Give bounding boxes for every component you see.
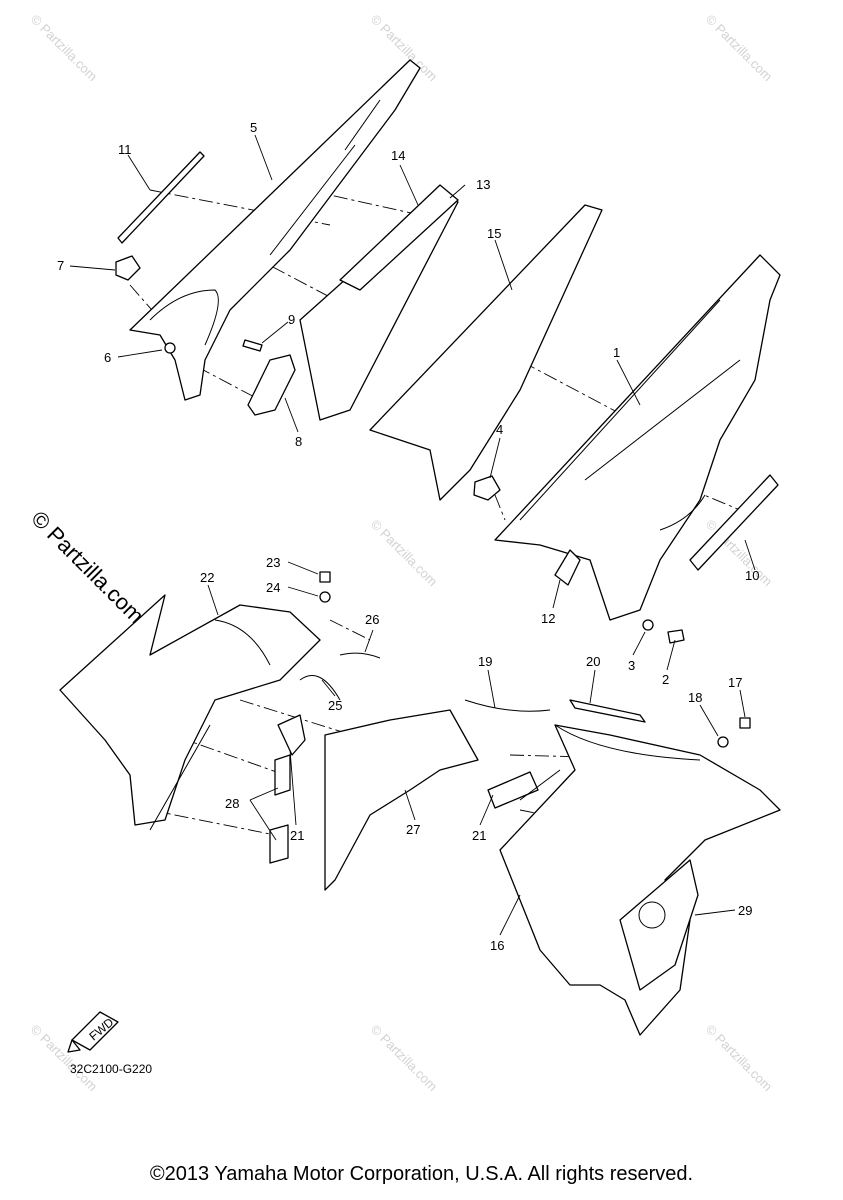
watermark: © Partzilla.com bbox=[703, 12, 776, 85]
part-21-clip-left bbox=[277, 714, 306, 756]
callout-11: 11 bbox=[118, 142, 132, 157]
part-19-strip bbox=[464, 699, 551, 712]
part-22-shroud bbox=[59, 594, 321, 826]
leader-lines bbox=[69, 134, 756, 936]
callout-10: 10 bbox=[745, 568, 759, 583]
part-24-washer bbox=[319, 591, 331, 603]
callout-numbers: 1 2 3 4 5 6 7 8 9 10 11 12 13 14 15 16 1… bbox=[57, 120, 759, 953]
callout-21-left: 21 bbox=[290, 828, 304, 843]
part-20-strip bbox=[569, 699, 646, 723]
part-28-decal bbox=[274, 754, 291, 796]
part-18-washer bbox=[717, 736, 729, 748]
callout-27: 27 bbox=[406, 822, 420, 837]
callout-5: 5 bbox=[250, 120, 257, 135]
part-6-grommet bbox=[164, 342, 176, 354]
part-11-strip bbox=[117, 151, 205, 244]
callout-20: 20 bbox=[586, 654, 600, 669]
callout-19: 19 bbox=[478, 654, 492, 669]
callout-1: 1 bbox=[613, 345, 620, 360]
callout-16: 16 bbox=[490, 938, 504, 953]
part-26-strip bbox=[339, 652, 381, 659]
part-27-panel bbox=[324, 709, 479, 891]
yamaha-emblem bbox=[638, 901, 666, 929]
callout-17: 17 bbox=[728, 675, 742, 690]
callout-3: 3 bbox=[628, 658, 635, 673]
part-29-decal bbox=[619, 859, 699, 991]
callout-22: 22 bbox=[200, 570, 214, 585]
part-23-screw bbox=[319, 571, 331, 583]
part-21-clip-right bbox=[487, 771, 539, 809]
part-15-panel bbox=[369, 204, 603, 501]
part-1-side-cover bbox=[494, 254, 781, 621]
part-4-clip bbox=[473, 475, 501, 501]
watermark: © Partzilla.com bbox=[368, 517, 441, 590]
callout-12: 12 bbox=[541, 611, 555, 626]
part-14-pad bbox=[339, 184, 459, 291]
part-12-tab bbox=[554, 549, 581, 586]
watermark: © Partzilla.com bbox=[368, 1022, 441, 1095]
callout-4: 4 bbox=[496, 422, 503, 437]
part-8-bracket bbox=[247, 354, 296, 416]
part-2-bolt bbox=[667, 629, 685, 644]
watermark-large: © Partzilla.com bbox=[26, 506, 149, 629]
copyright-notice: ©2013 Yamaha Motor Corporation, U.S.A. A… bbox=[149, 1163, 694, 1185]
callout-13: 13 bbox=[476, 177, 490, 192]
callout-2: 2 bbox=[662, 672, 669, 687]
part-25-strip bbox=[299, 675, 341, 701]
part-7-clip bbox=[115, 255, 141, 281]
callout-6: 6 bbox=[104, 350, 111, 365]
part-5-side-cover bbox=[129, 59, 421, 401]
callout-18: 18 bbox=[688, 690, 702, 705]
callout-23: 23 bbox=[266, 555, 280, 570]
part-17-screw bbox=[739, 717, 751, 729]
callout-14: 14 bbox=[391, 148, 405, 163]
diagram-code: 32C2100-G220 bbox=[70, 1062, 152, 1076]
callout-24: 24 bbox=[266, 580, 280, 595]
callout-26: 26 bbox=[365, 612, 379, 627]
watermark: © Partzilla.com bbox=[703, 1022, 776, 1095]
callout-7: 7 bbox=[57, 258, 64, 273]
part-16-shroud bbox=[499, 724, 781, 1036]
callout-8: 8 bbox=[295, 434, 302, 449]
watermark: © Partzilla.com bbox=[28, 12, 101, 85]
part-9-bolt bbox=[242, 339, 263, 352]
part-28-decal bbox=[269, 824, 289, 864]
callout-21-right: 21 bbox=[472, 828, 486, 843]
callout-15: 15 bbox=[487, 226, 501, 241]
callout-29: 29 bbox=[738, 903, 752, 918]
callout-28: 28 bbox=[225, 796, 239, 811]
callout-9: 9 bbox=[288, 312, 295, 327]
part-10-decal bbox=[689, 474, 779, 571]
fwd-arrow: FWD bbox=[67, 1011, 119, 1053]
callout-25: 25 bbox=[328, 698, 342, 713]
part-3-washer bbox=[642, 619, 654, 631]
